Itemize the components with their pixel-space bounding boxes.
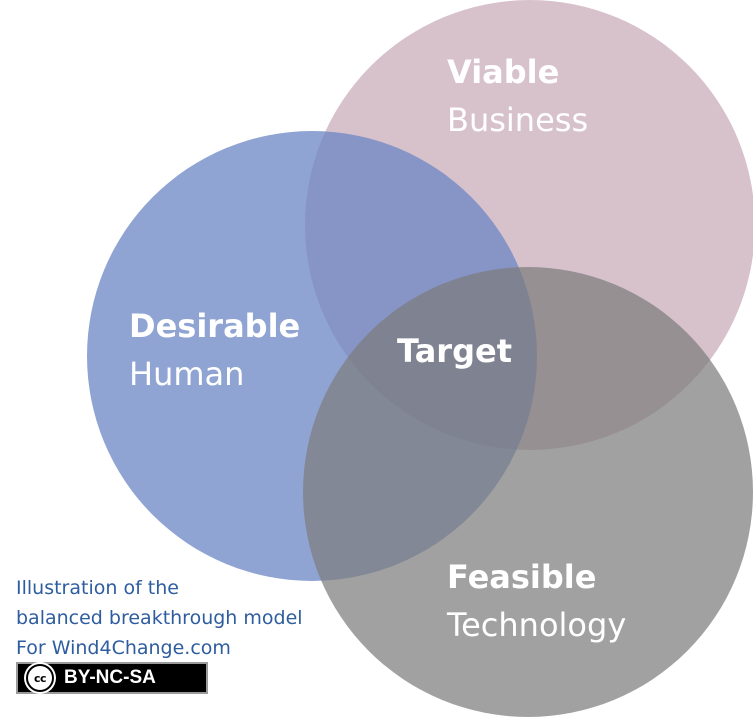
target-label: Target <box>397 332 512 370</box>
desirable-title: Desirable <box>129 307 301 345</box>
desirable-human-label: Desirable Human <box>129 310 300 390</box>
feasible-technology-circle <box>303 267 753 717</box>
caption-line-3: For Wind4Change.com <box>16 637 231 659</box>
feasible-title: Feasible <box>447 558 597 596</box>
caption-line-2: balanced breakthrough model <box>16 607 303 629</box>
license-label: BY-NC-SA <box>64 667 156 688</box>
viable-title: Viable <box>447 53 560 91</box>
caption: Illustration of the balanced breakthroug… <box>16 573 303 663</box>
license-badge[interactable]: cc BY-NC-SA <box>16 662 208 694</box>
technology-subtitle: Technology <box>447 606 627 644</box>
feasible-technology-label: Feasible Technology <box>447 561 626 641</box>
business-subtitle: Business <box>447 101 589 139</box>
viable-business-label: Viable Business <box>447 56 588 136</box>
human-subtitle: Human <box>129 355 245 393</box>
creative-commons-icon: cc <box>26 664 54 692</box>
caption-line-1: Illustration of the <box>16 577 179 599</box>
